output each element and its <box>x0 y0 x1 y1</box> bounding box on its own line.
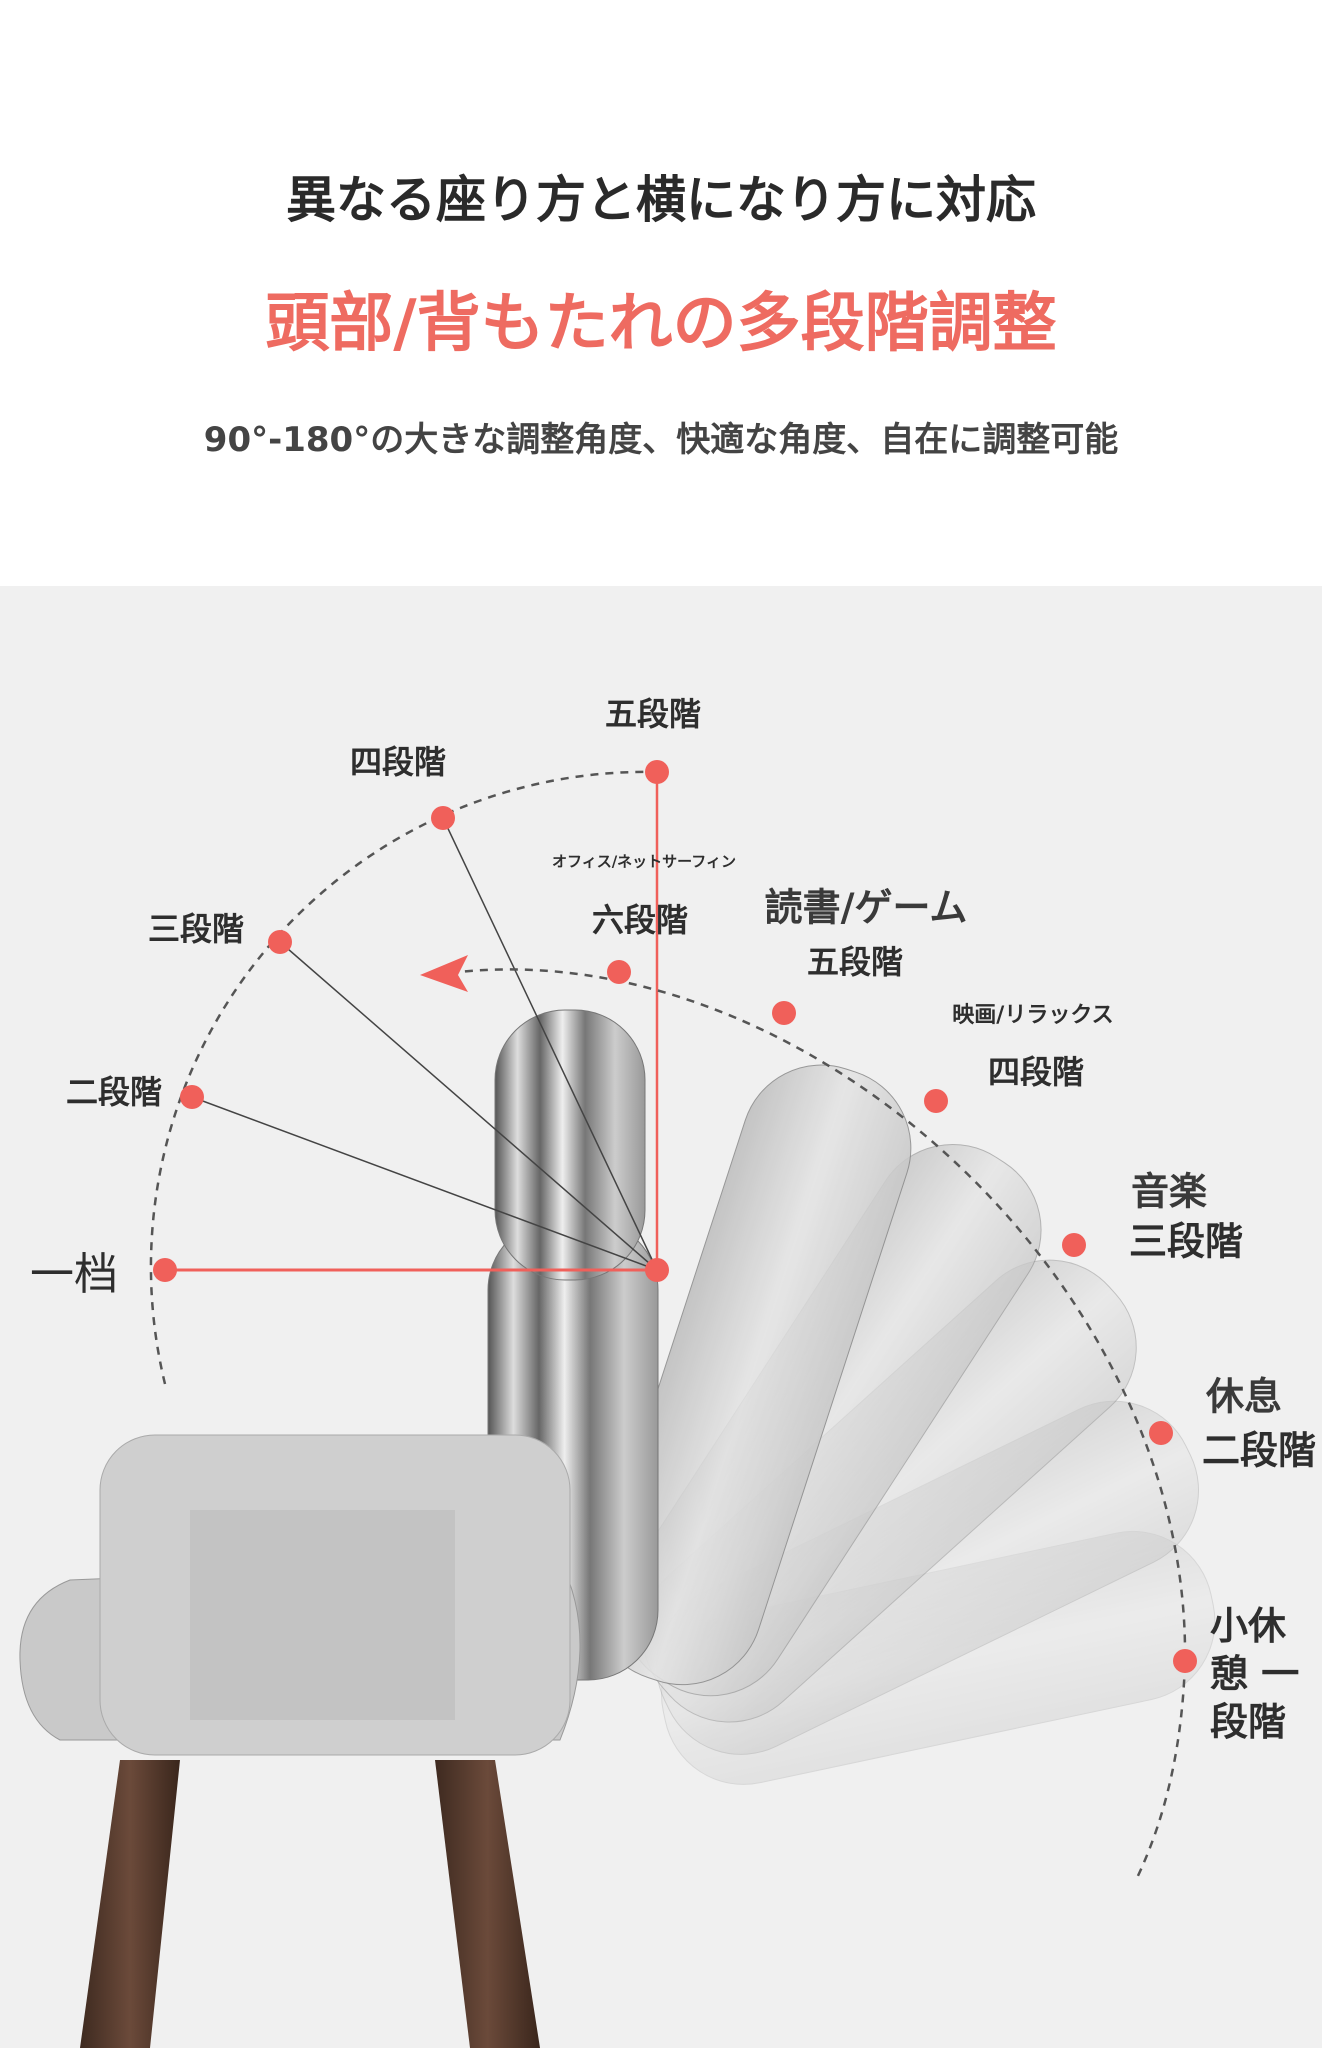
pivot-dot <box>645 1258 669 1282</box>
backrest-level5-use: 読書/ゲーム <box>764 885 968 930</box>
dot-level4 <box>431 806 455 830</box>
backrest-level4-use: 映画/リラックス <box>952 1003 1114 1028</box>
header-section: 異なる座り方と横になり方に対応 頭部/背もたれの多段階調整 90°-180°の大… <box>0 0 1322 586</box>
page-title: 異なる座り方と横になり方に対応 <box>286 171 1036 229</box>
backrest-level1-line3: 段階 <box>1210 1700 1287 1744</box>
backrest-level4-label: 四段階 <box>987 1053 1085 1091</box>
backrest-level1-line1: 小休 <box>1210 1604 1287 1648</box>
chair-leg <box>80 1760 180 2048</box>
backrest-dots <box>607 960 1197 1673</box>
chair-leg <box>435 1760 540 2048</box>
backrest-level2-use: 休息 <box>1206 1374 1283 1419</box>
headrest-dots <box>153 760 669 1282</box>
arrow-icon <box>420 955 468 992</box>
dot-level1 <box>153 1258 177 1282</box>
backrest-level1-label: 小休 憩 一 段階 <box>1210 1602 1299 1746</box>
backrest-level5-label: 五段階 <box>806 943 904 981</box>
headrest-level1-label: 一档 <box>30 1249 118 1300</box>
fanned-backrest-cushions <box>592 1064 1216 1785</box>
backrest-level6-label: 六段階 <box>591 901 689 939</box>
headrest-level3-label: 三段階 <box>147 910 245 948</box>
backrest-level6-use: オフィス/ネットサーフィン <box>552 852 736 871</box>
backrest-level3-use: 音楽 <box>1130 1169 1208 1214</box>
dot-level2 <box>180 1085 204 1109</box>
headline: 頭部/背もたれの多段階調整 <box>265 287 1057 361</box>
backrest-level3-label: 三段階 <box>1128 1219 1244 1264</box>
upright-backrest <box>487 1009 659 1681</box>
backrest-arc <box>449 968 1187 1881</box>
subtitle: 90°-180°の大きな調整角度、快適な角度、自在に調整可能 <box>203 420 1119 460</box>
dot-level5 <box>645 760 669 784</box>
backrest-level2-label: 二段階 <box>1202 1428 1317 1473</box>
headrest-arc <box>149 770 658 1385</box>
headrest-level5-label: 五段階 <box>604 695 702 733</box>
backrest-level1-line2: 憩 一 <box>1210 1652 1300 1696</box>
dot-level3 <box>268 930 292 954</box>
headrest-level4-label: 四段階 <box>349 743 447 781</box>
headrest-lines <box>191 817 658 1271</box>
headrest-level2-label: 二段階 <box>65 1073 163 1111</box>
